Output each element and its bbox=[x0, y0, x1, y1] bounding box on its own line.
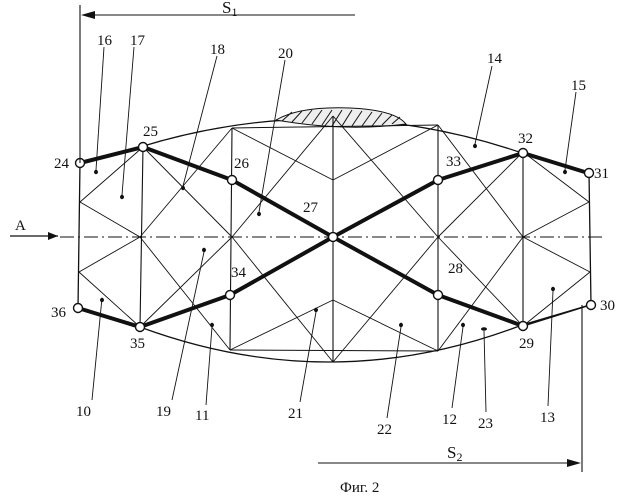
node-32 bbox=[519, 149, 528, 158]
label-35: 35 bbox=[130, 336, 145, 352]
label-25: 25 bbox=[143, 124, 158, 140]
label-13: 13 bbox=[540, 410, 555, 426]
label-20: 20 bbox=[278, 46, 293, 62]
label-32: 32 bbox=[518, 131, 533, 147]
node-27 bbox=[329, 233, 338, 242]
label-26: 26 bbox=[234, 156, 250, 172]
node-31 bbox=[585, 169, 594, 178]
label-21: 21 bbox=[288, 406, 303, 422]
node-26 bbox=[228, 176, 237, 185]
hatched-patch bbox=[276, 108, 406, 127]
label-30: 30 bbox=[600, 298, 615, 314]
label-24: 24 bbox=[54, 156, 70, 172]
arrow-a-label: A bbox=[15, 218, 26, 234]
label-33: 33 bbox=[446, 154, 461, 170]
label-18: 18 bbox=[210, 42, 225, 58]
label-23: 23 bbox=[478, 416, 493, 432]
node-34 bbox=[226, 291, 235, 300]
node-28 bbox=[434, 291, 443, 300]
label-14: 14 bbox=[487, 51, 503, 67]
node-25 bbox=[139, 143, 148, 152]
label-31: 31 bbox=[594, 166, 609, 182]
label-34: 34 bbox=[231, 265, 247, 281]
label-19: 19 bbox=[156, 404, 171, 420]
label-16: 16 bbox=[97, 33, 113, 49]
label-12: 12 bbox=[442, 412, 457, 428]
node-29 bbox=[519, 322, 528, 331]
label-27: 27 bbox=[303, 200, 319, 216]
label-22: 22 bbox=[377, 422, 392, 438]
label-17: 17 bbox=[130, 33, 146, 49]
label-10: 10 bbox=[76, 404, 91, 420]
label-11: 11 bbox=[195, 408, 209, 424]
dimension-s1-label: S1 bbox=[222, 0, 237, 19]
node-36 bbox=[74, 304, 83, 313]
node-33 bbox=[434, 176, 443, 185]
label-28: 28 bbox=[448, 261, 463, 277]
node-35 bbox=[136, 323, 145, 332]
label-36: 36 bbox=[51, 305, 67, 321]
label-15: 15 bbox=[571, 78, 586, 94]
node-30 bbox=[587, 301, 596, 310]
dimension-s2-label: S2 bbox=[447, 443, 462, 464]
label-29: 29 bbox=[519, 336, 534, 352]
figure-caption: Фиг. 2 bbox=[340, 480, 379, 496]
